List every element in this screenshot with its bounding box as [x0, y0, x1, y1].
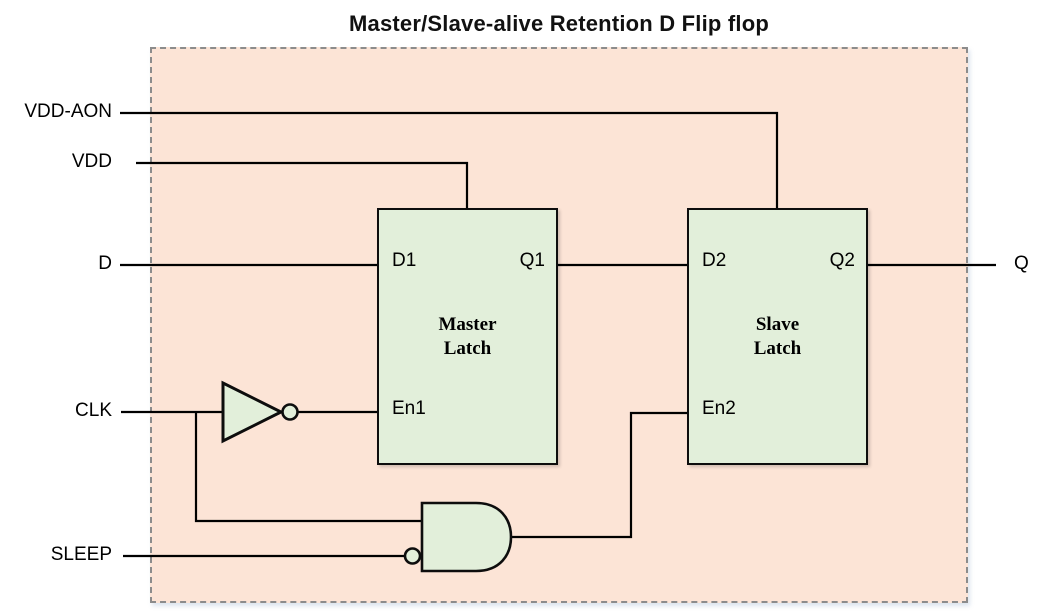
master-latch: D1 Q1 En1 Master Latch: [377, 208, 558, 465]
slave-port-q2: Q2: [829, 250, 855, 271]
label-vdd-aon: VDD-AON: [24, 101, 112, 122]
label-q: Q: [1014, 253, 1029, 274]
clk-branch-wire: [194, 412, 421, 523]
master-latch-name: Master Latch: [379, 313, 556, 361]
slave-latch-name-line2: Latch: [753, 338, 802, 359]
master-port-en1: En1: [392, 398, 426, 419]
and-output-wire: [511, 411, 688, 539]
master-port-q1: Q1: [519, 250, 545, 271]
vdd-wire: [136, 161, 469, 208]
sleep-inversion-bubble-icon: [403, 547, 422, 565]
label-clk: CLK: [75, 400, 112, 421]
inverter-bubble-icon: [281, 403, 299, 421]
label-vdd: VDD: [71, 151, 112, 172]
master-latch-name-line1: Master: [438, 314, 497, 335]
master-latch-name-line2: Latch: [443, 338, 492, 359]
slave-port-en2: En2: [702, 398, 736, 419]
label-sleep: SLEEP: [50, 544, 112, 565]
master-port-d1: D1: [392, 250, 417, 271]
and-gate-icon: [420, 501, 513, 573]
slave-port-d2: D2: [702, 250, 727, 271]
label-d: D: [98, 253, 112, 274]
clk-inverter-icon: [221, 380, 285, 444]
slave-latch-name: Slave Latch: [689, 313, 866, 361]
slave-latch-name-line1: Slave: [755, 314, 800, 335]
diagram-title: Master/Slave-alive Retention D Flip flop: [349, 11, 769, 36]
vdd-aon-wire: [120, 111, 779, 208]
slave-latch: D2 Q2 En2 Slave Latch: [687, 208, 868, 465]
